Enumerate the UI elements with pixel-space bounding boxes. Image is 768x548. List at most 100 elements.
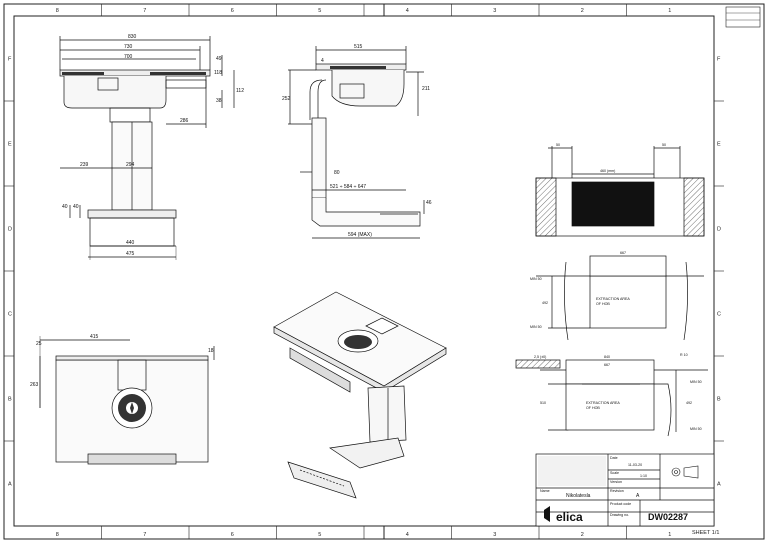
dim-min50-bottom: MIN 50	[530, 325, 542, 329]
frame-row-label-left-D: D	[8, 227, 12, 233]
cutout-detail-1-text: 50 50 460 (mm)	[556, 143, 666, 173]
frame-column-label-top-3: 3	[493, 8, 496, 14]
frame-column-label-bottom-1: 1	[668, 532, 671, 538]
dim-40a: 40	[62, 204, 68, 210]
frame-column-label-bottom-7: 7	[143, 532, 146, 538]
dim-492: 492	[542, 301, 548, 305]
frame-row-label-right-A: A	[717, 482, 721, 488]
projection-symbol	[671, 465, 699, 479]
dim-515: 515	[354, 44, 363, 50]
frame-row-label-left-E: E	[8, 142, 12, 148]
plan-view	[39, 336, 215, 465]
frame-column-label-top-8: 8	[56, 8, 59, 14]
dim-294: 294	[126, 162, 135, 168]
frame-column-label-bottom-6: 6	[231, 532, 234, 538]
front-view-dims: 830 730 700 49 118 112 38 286 239 294 40…	[62, 34, 244, 257]
brand-logo-text: elica	[556, 510, 583, 524]
dim-50a: 50	[556, 143, 560, 147]
dim-252: 252	[282, 96, 291, 102]
frame-row-label-right-C: C	[717, 312, 721, 318]
dim-46: 46	[426, 200, 432, 206]
frame-column-label-bottom-4: 4	[406, 532, 409, 538]
frame-row-label-left-C: C	[8, 312, 12, 318]
dim-50b: 50	[662, 143, 666, 147]
plan-view-fan-pattern	[130, 402, 134, 414]
dim-25: 25	[36, 341, 42, 347]
dim-adjust-range: 521 ÷ 584 ÷ 647	[330, 184, 366, 190]
cutout-detail-1	[535, 146, 705, 237]
frame-column-label-top-2: 2	[581, 8, 584, 14]
dim-263: 263	[30, 382, 39, 388]
dim-594-max: 594 (MAX)	[348, 232, 372, 238]
dim-700: 700	[124, 54, 133, 60]
label-version: Version	[610, 480, 622, 484]
dim-415: 415	[90, 334, 99, 340]
extraction-area-label: EXTRACTION AREA	[596, 297, 630, 301]
frame-row-label-left-B: B	[8, 397, 12, 403]
frame-column-label-top-5: 5	[318, 8, 321, 14]
frame-column-label-bottom-8: 8	[56, 532, 59, 538]
value-date: 11-03-20	[628, 463, 642, 467]
dim-min50-top-b: MIN 50	[690, 380, 702, 384]
frame-column-label-top-4: 4	[406, 8, 409, 14]
value-revision: A	[636, 493, 640, 499]
cutout-detail-2	[536, 255, 704, 341]
cutout-label: 460 (mm)	[600, 169, 615, 173]
dim-80: 80	[334, 170, 340, 176]
dim-18: 18	[208, 348, 214, 354]
dim-667: 667	[620, 251, 626, 255]
title-block-text: Date 11-03-20 Scale 1:10 Version Revisio…	[540, 456, 719, 536]
dim-667b: 667	[604, 363, 610, 367]
cutout-detail-2-text: 667 MIN 50 492 MIN 50 EXTRACTION AREA OF…	[530, 251, 630, 329]
dim-38: 38	[216, 98, 222, 104]
frame-row-label-left-A: A	[8, 482, 12, 488]
dim-211: 211	[422, 86, 430, 92]
isometric-view	[273, 291, 447, 499]
dim-r10: R 10	[680, 353, 688, 357]
dim-730: 730	[124, 44, 133, 50]
dim-840: 840	[604, 355, 610, 359]
cutout-detail-3-text: 2,5 (±0) R 10 840 667 MIN 50 492 MIN 50 …	[534, 353, 702, 431]
dim-492b: 492	[686, 401, 692, 405]
extraction-area-label-4: OF HOB	[586, 406, 600, 410]
dim-286: 286	[180, 118, 189, 124]
value-scale: 1:10	[640, 474, 647, 478]
title-block	[535, 453, 715, 527]
frame-row-label-right-B: B	[717, 397, 721, 403]
label-revision: Revision	[610, 489, 624, 493]
extraction-area-label-3: EXTRACTION AREA	[586, 401, 620, 405]
dim-239: 239	[80, 162, 89, 168]
frame-row-label-left-F: F	[8, 57, 12, 63]
label-product-code: Product code	[610, 502, 631, 506]
label-name: Name	[540, 489, 550, 493]
dim-112: 112	[236, 88, 244, 94]
label-date: Date	[610, 456, 618, 460]
label-drawing-no: Drawing no.	[610, 513, 629, 517]
elica-logo-mark	[544, 506, 550, 522]
sheet-number: SHEET 1/1	[692, 530, 719, 536]
frame-column-label-bottom-3: 3	[493, 532, 496, 538]
drawing-code: DW02287	[648, 512, 688, 522]
frame-column-label-bottom-2: 2	[581, 532, 584, 538]
dim-475: 475	[126, 251, 135, 257]
frame-column-label-top-7: 7	[143, 8, 146, 14]
corner-info-box	[725, 6, 761, 28]
frame-column-label-top-1: 1	[668, 8, 671, 14]
frame-row-label-right-E: E	[717, 142, 721, 148]
extraction-area-label-2: OF HOB	[596, 302, 610, 306]
dim-40b: 40	[73, 204, 79, 210]
dim-510: 510	[540, 401, 546, 405]
frame-column-label-bottom-5: 5	[318, 532, 321, 538]
dim-2-5: 2,5 (±0)	[534, 355, 546, 359]
dim-min50-top: MIN 50	[530, 277, 542, 281]
plan-view-dims: 415 25 263 18	[30, 334, 214, 388]
dim-440: 440	[126, 240, 135, 246]
side-view	[288, 46, 425, 239]
frame-column-label-top-6: 6	[231, 8, 234, 14]
label-scale: Scale	[610, 471, 619, 475]
front-view	[59, 36, 235, 260]
